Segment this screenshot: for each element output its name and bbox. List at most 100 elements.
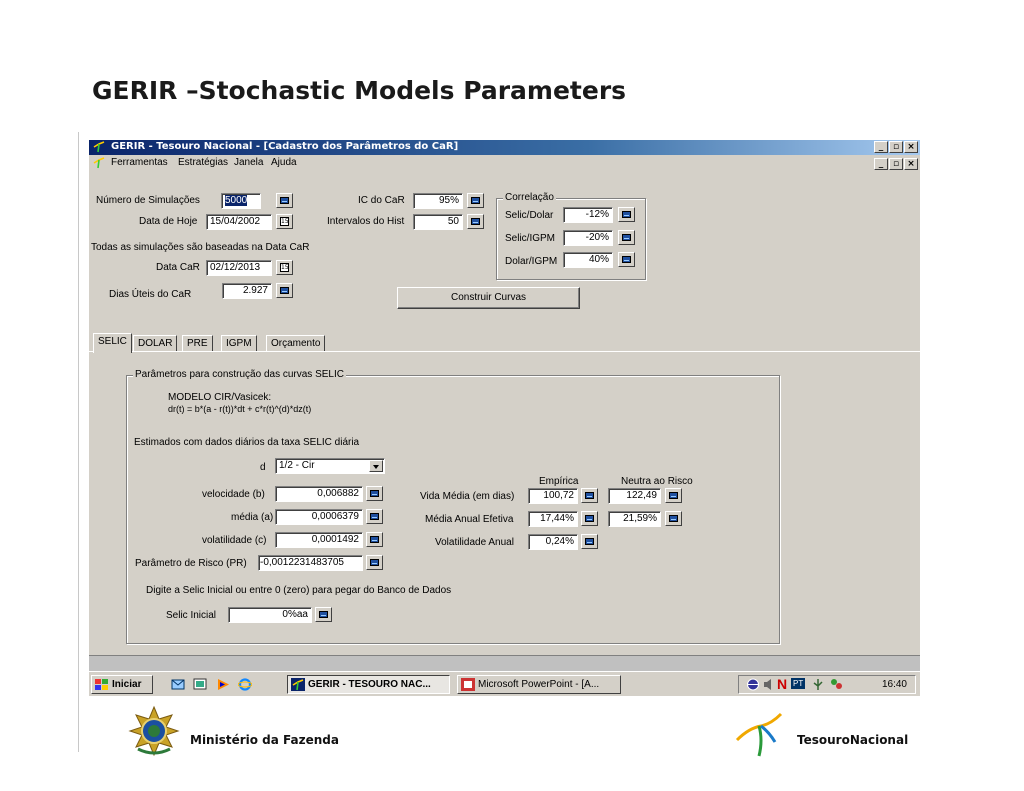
selic-inicial-label: Selic Inicial [166, 610, 217, 621]
brazil-coat-of-arms-icon [128, 705, 180, 757]
taskbar: Iniciar GERIR - TESOURO NAC... Microsoft… [89, 671, 920, 696]
ic-input[interactable]: 95% [413, 193, 463, 209]
calculator-icon[interactable] [618, 252, 635, 267]
vida-media-empirica[interactable]: 100,72 [528, 488, 578, 504]
menu-janela[interactable]: Janela [234, 157, 264, 168]
usb-icon[interactable] [811, 678, 825, 691]
window-bottom-strip [89, 655, 920, 671]
tesouro-nacional-label: TesouroNacional [797, 733, 909, 747]
calculator-icon[interactable] [366, 555, 383, 570]
num-sim-label: Número de Simulações [96, 195, 200, 206]
task-gerir-label: GERIR - TESOURO NAC... [308, 679, 431, 690]
tab-igpm[interactable]: IGPM [221, 335, 257, 352]
media-anual-neutra[interactable]: 21,59% [608, 511, 661, 527]
child-restore-button[interactable]: ▫ [889, 158, 903, 170]
language-icon[interactable]: PT [791, 678, 806, 689]
d-label: d [260, 462, 266, 473]
calendar-icon[interactable]: 15 [276, 260, 293, 275]
correlacao-group: Correlação [496, 192, 646, 280]
restore-button[interactable]: ▫ [889, 141, 903, 153]
data-car-input[interactable]: 02/12/2013 [206, 260, 272, 276]
selic-igpm-input[interactable]: -20% [563, 230, 613, 246]
selic-igpm-label: Selic/IGPM [505, 233, 556, 244]
dolar-igpm-label: Dolar/IGPM [505, 256, 558, 267]
calculator-icon[interactable] [366, 532, 383, 547]
media-anual-empirica[interactable]: 17,44% [528, 511, 578, 527]
media-input[interactable]: 0,0006379 [275, 509, 363, 525]
menu-bar: Ferramentas Estratégias Janela Ajuda _ ▫… [89, 155, 920, 172]
vol-anual-label: Volatilidade Anual [435, 537, 514, 548]
antivirus-icon[interactable]: N [777, 676, 788, 692]
calculator-icon[interactable] [665, 511, 682, 526]
calculator-icon[interactable] [581, 534, 598, 549]
tab-orcamento[interactable]: Orçamento [266, 335, 326, 352]
task-gerir[interactable]: GERIR - TESOURO NAC... [287, 675, 450, 694]
tab-pre[interactable]: PRE [182, 335, 213, 352]
volume-icon[interactable] [763, 678, 775, 691]
window-title: GERIR - Tesouro Nacional - [Cadastro dos… [111, 141, 459, 152]
calculator-icon[interactable] [581, 511, 598, 526]
calculator-icon[interactable] [618, 207, 635, 222]
intervalos-input[interactable]: 50 [413, 214, 463, 230]
start-label: Iniciar [112, 679, 142, 690]
selic-dolar-input[interactable]: -12% [563, 207, 613, 223]
data-car-note: Todas as simulações são baseadas na Data… [91, 242, 310, 253]
data-hoje-input[interactable]: 15/04/2002 [206, 214, 272, 230]
neutra-header: Neutra ao Risco [621, 476, 693, 487]
calculator-icon[interactable] [665, 488, 682, 503]
dolar-igpm-input[interactable]: 40% [563, 252, 613, 268]
child-close-button[interactable]: × [904, 158, 918, 170]
system-tray: N PT 16:40 [738, 675, 916, 694]
calculator-icon[interactable] [467, 193, 484, 208]
tesouro-logo-icon [93, 141, 105, 153]
calculator-icon[interactable] [618, 230, 635, 245]
clock: 16:40 [881, 679, 907, 690]
start-button[interactable]: Iniciar [91, 675, 153, 694]
media-player-icon[interactable] [216, 678, 230, 691]
ic-label: IC do CaR [358, 195, 405, 206]
user-status-icon[interactable] [829, 678, 843, 691]
vol-anual-empirica[interactable]: 0,24% [528, 534, 578, 550]
network-icon[interactable] [745, 678, 761, 691]
dias-uteis-label: Dias Úteis do CaR [109, 289, 192, 300]
correlacao-legend: Correlação [503, 192, 556, 203]
risco-input[interactable]: -0,0012231483705 [258, 555, 363, 571]
divider-line [78, 132, 79, 752]
calculator-icon[interactable] [276, 193, 293, 208]
velocidade-input[interactable]: 0,006882 [275, 486, 363, 502]
chevron-down-icon[interactable] [369, 460, 383, 472]
internet-explorer-icon[interactable] [238, 678, 252, 691]
calculator-icon[interactable] [366, 509, 383, 524]
outlook-express-icon[interactable] [171, 678, 185, 691]
task-powerpoint[interactable]: Microsoft PowerPoint - [A... [457, 675, 621, 694]
minimize-button[interactable]: _ [874, 141, 888, 153]
selic-params-legend: Parâmetros para construção das curvas SE… [133, 369, 346, 380]
calculator-icon[interactable] [315, 607, 332, 622]
tab-selic[interactable]: SELIC [93, 333, 132, 353]
selic-inicial-input[interactable]: 0%aa [228, 607, 312, 623]
calculator-icon[interactable] [366, 486, 383, 501]
powerpoint-icon [461, 678, 475, 691]
menu-ajuda[interactable]: Ajuda [271, 157, 297, 168]
show-desktop-icon[interactable] [193, 678, 207, 691]
tab-dolar[interactable]: DOLAR [133, 335, 178, 352]
menu-estrategias[interactable]: Estratégias [178, 157, 229, 168]
d-select[interactable]: 1/2 - Cir [275, 458, 385, 474]
ministerio-label: Ministério da Fazenda [190, 733, 339, 747]
construir-curvas-button[interactable]: Construir Curvas [397, 287, 580, 309]
num-sim-input[interactable]: 5000 [221, 193, 261, 209]
close-button[interactable]: × [904, 141, 918, 153]
task-powerpoint-label: Microsoft PowerPoint - [A... [478, 679, 600, 690]
calculator-icon[interactable] [467, 214, 484, 229]
menu-ferramentas[interactable]: Ferramentas [111, 157, 168, 168]
title-bar: GERIR - Tesouro Nacional - [Cadastro dos… [89, 140, 920, 155]
child-minimize-button[interactable]: _ [874, 158, 888, 170]
empirica-header: Empírica [539, 476, 579, 487]
calculator-icon[interactable] [276, 283, 293, 298]
calculator-icon[interactable] [581, 488, 598, 503]
digite-text: Digite a Selic Inicial ou entre 0 (zero)… [146, 585, 452, 596]
volatilidade-input[interactable]: 0,0001492 [275, 532, 363, 548]
vida-media-neutra[interactable]: 122,49 [608, 488, 661, 504]
dias-uteis-input[interactable]: 2.927 [222, 283, 272, 299]
calendar-icon[interactable]: 15 [276, 214, 293, 229]
